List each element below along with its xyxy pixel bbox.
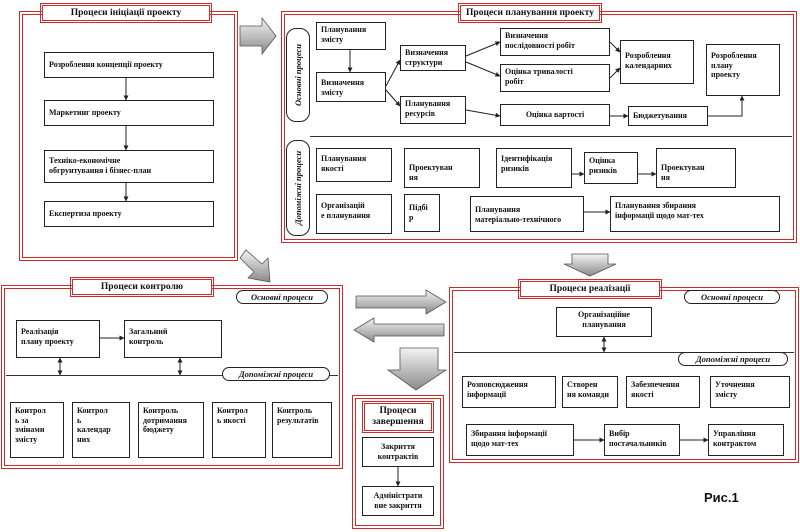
implementation-divider: [454, 352, 794, 353]
design-box-1: Проектуван ня: [404, 148, 480, 188]
initiation-feasibility-box: Техніко-економічне обгрунтування і бізне…: [44, 150, 214, 183]
planning-main-label: Основні процеси: [286, 28, 310, 122]
contract-closure-box: Закриття контрактів: [362, 437, 434, 467]
scope-definition-box: Визначення змісту: [316, 72, 386, 102]
risk-identification-box: Ідентифікація ризиків: [496, 148, 572, 188]
team-building-box: Створен ня команди: [562, 376, 618, 408]
resource-planning-box: Планування ресурсів: [400, 96, 466, 124]
supplier-selection-box: Вибір постачальників: [604, 424, 680, 456]
scope-planning-box: Планування змісту: [316, 22, 386, 50]
control-budget-box: Контроль дотримання бюджету: [138, 402, 204, 458]
info-collection-box: Збирання інформації щодо мат-тех: [466, 424, 574, 456]
quality-planning-box: Планування якості: [316, 148, 392, 182]
control-title: Процеси контролю: [70, 277, 214, 297]
control-quality-box: Контрол ь якості: [212, 402, 266, 458]
sequence-box: Визначення послідовності робіт: [500, 28, 610, 56]
budgeting-box: Бюджетування: [628, 106, 708, 126]
design-box-2: Проектуван ня: [656, 148, 736, 188]
cost-estimate-box: Оцінка вартості: [500, 104, 610, 126]
implementation-aux-label: Допоміжні процеси: [678, 352, 788, 366]
plan-box: Розроблення плану проекту: [706, 44, 780, 96]
mt-planning-box: Планування матеріально-технічного: [470, 196, 584, 232]
quality-assurance-box: Забезпечення якості: [626, 376, 700, 408]
selection-box: Підбі р: [404, 194, 440, 232]
control-divider: [6, 375, 338, 376]
plan-implementation-box: Реалізація плану проекту: [16, 320, 100, 358]
initiation-expertise-box: Експертиза проекту: [44, 201, 214, 227]
figure-label: Рис.1: [704, 490, 739, 505]
initiation-title: Процеси ініціації проекту: [40, 3, 212, 23]
control-aux-label: Допоміжні процеси: [222, 367, 330, 381]
control-scope-changes-box: Контрол ь за змінами змісту: [10, 402, 64, 458]
admin-closure-box: Адміністрати вне закриття: [362, 486, 434, 516]
closing-panel: [352, 395, 444, 529]
scope-clarification-box: Уточнення змісту: [710, 376, 790, 408]
control-schedule-box: Контрол ь календар них: [72, 402, 130, 458]
calendar-box: Розроблення календарних: [620, 40, 694, 84]
duration-box: Оцінка тривалості робіт: [500, 64, 610, 92]
control-main-label: Основні процеси: [236, 290, 328, 304]
planning-divider: [310, 136, 792, 137]
contract-management-box: Управління контрактом: [708, 424, 784, 456]
closing-title: Процеси завершення: [362, 401, 434, 433]
overall-control-box: Загальний контроль: [124, 320, 222, 358]
initiation-concept-box: Розроблення концепції проекту: [44, 52, 214, 78]
initiation-marketing-box: Маркетинг проекту: [44, 100, 214, 126]
implementation-main-label: Основні процеси: [684, 290, 780, 304]
planning-aux-label: Допоміжні процеси: [286, 140, 310, 236]
risk-assessment-box: Оцінка ризиків: [584, 152, 638, 184]
control-results-box: Контроль результатів: [272, 402, 332, 458]
info-distribution-box: Розповсюдження інформації: [462, 376, 556, 408]
planning-title: Процеси планування проекту: [458, 3, 602, 23]
info-planning-box: Планування збирання інформації щодо мат-…: [610, 196, 780, 232]
structure-definition-box: Визначення структури: [400, 45, 466, 71]
org-planning-box: Організацій е планування: [316, 194, 392, 234]
implementation-title: Процеси реалізації: [518, 279, 662, 299]
org-planning-impl-box: Організаційне планування: [556, 307, 652, 337]
